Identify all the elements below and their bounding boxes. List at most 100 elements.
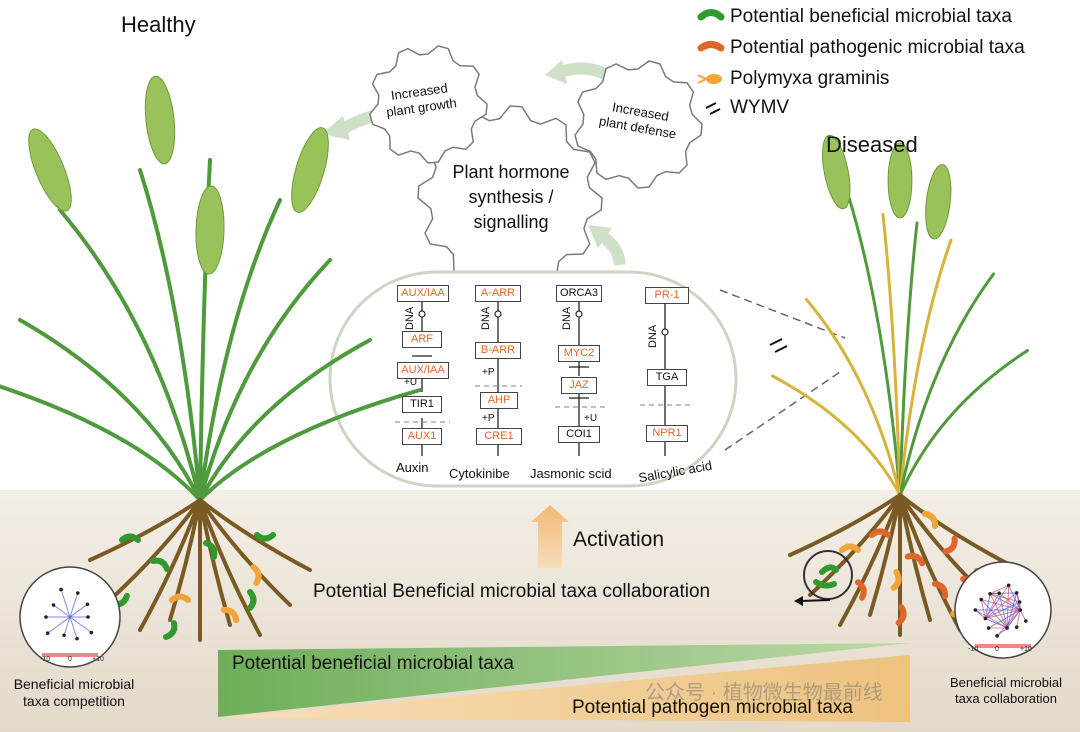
network-node [979, 597, 984, 602]
gene-ahp: AHP [480, 392, 518, 409]
legend-label: Potential pathogenic microbial taxa [730, 37, 1025, 58]
network-edge [996, 627, 1008, 637]
bacterium [254, 532, 276, 542]
network-edge [985, 592, 1017, 619]
network-edge [984, 592, 1000, 619]
bacterium [203, 540, 218, 560]
leaf-blade [898, 238, 953, 497]
zoom-circle [803, 550, 853, 600]
wheat-ear [28, 128, 72, 212]
network-node [44, 615, 48, 619]
network-node [973, 608, 978, 612]
root [198, 498, 262, 637]
network-edge [53, 604, 92, 633]
gene-a-arr: A-ARR [475, 285, 521, 302]
activation-label: Activation [573, 528, 665, 551]
cycle-arrowhead-top [545, 60, 567, 84]
network-edge [990, 592, 1017, 595]
wheat-ear [925, 164, 952, 240]
auxin-label: Auxin [396, 460, 429, 475]
salicylic-dna-label: DNA [647, 324, 659, 348]
network-node [983, 616, 988, 621]
bacterium [921, 510, 939, 530]
network-edge [975, 609, 1008, 629]
root [788, 493, 902, 557]
leaf-blade [0, 384, 202, 502]
network-node [86, 615, 90, 619]
network-edge [1006, 601, 1021, 629]
jasmonic-dna-label: DNA [561, 306, 573, 330]
watermark: 公众号 · 植物微生物最前线 [645, 682, 883, 704]
cytokinin-phospho-label-2: +P [482, 413, 495, 424]
root-microbes [110, 510, 980, 640]
root [198, 498, 292, 607]
network-edge [985, 601, 1020, 619]
network-node [1018, 608, 1023, 612]
beneficial-bar-label: Potential beneficial microbial taxa [232, 653, 514, 674]
bacterium [869, 528, 891, 538]
bacterium [931, 580, 949, 600]
pathogen-gradient-bar [218, 655, 910, 722]
legend-item-wymv: WYMV [730, 97, 789, 119]
cycle-arrowhead-left [322, 116, 350, 140]
network-edge [1006, 592, 1018, 629]
bacterium [890, 569, 902, 591]
bacterium [895, 604, 907, 626]
leaf-blade [898, 272, 995, 497]
hormone-label: Plant hormone synthesis / signalling [436, 160, 586, 235]
leaf-blade [198, 198, 282, 502]
gene-tir1: TIR1 [402, 396, 442, 413]
collaboration-label: Potential Beneficial microbial taxa coll… [313, 581, 711, 602]
pathogen-bar-label: Potential pathogen microbial taxa [572, 697, 853, 718]
diseased-title: Diseased [826, 132, 918, 157]
root [88, 498, 202, 562]
bacterium [942, 535, 958, 555]
competition-network [19, 566, 121, 668]
gene-npr1: NPR1 [646, 425, 688, 442]
legend-label: Potential beneficial microbial taxa [730, 6, 1012, 27]
network-node [1014, 591, 1019, 595]
network-edge [981, 599, 1021, 611]
zoom-microbes [813, 564, 839, 589]
root [138, 498, 202, 632]
leaf-blade [198, 388, 422, 502]
gene-myc2: MYC2 [558, 345, 600, 362]
zoom-line-lower [724, 371, 841, 451]
root [838, 493, 902, 627]
network-node [1006, 583, 1011, 588]
gene-cre1: CRE1 [476, 428, 522, 445]
network-node [59, 587, 63, 592]
network-edge [989, 593, 1008, 629]
leaf-blade [198, 338, 372, 502]
leaf-blade [771, 374, 902, 497]
hormone-line-2: synthesis / [468, 187, 554, 207]
leaf-blade [898, 221, 919, 497]
root [198, 498, 312, 572]
gene-tga: TGA [647, 369, 687, 386]
network-node [75, 636, 79, 641]
left-tick-min: -10 [40, 656, 51, 663]
zoom-line-upper [719, 289, 846, 339]
network-edge [998, 593, 1008, 629]
left-tick-max: +10 [92, 656, 104, 663]
left-caption-line-1: Beneficial microbial [13, 676, 135, 692]
bacterium [839, 543, 861, 553]
network-node [997, 591, 1001, 595]
network-node [85, 602, 90, 607]
network-edge [988, 609, 1021, 629]
jasmonic-ubiquitin-label: +U [584, 413, 598, 424]
virus-icon [705, 102, 721, 115]
network-node [988, 591, 992, 596]
network-edge [47, 603, 88, 634]
left-caption-line-2: taxa competition [23, 693, 125, 709]
leaf-blade [805, 298, 902, 497]
right-caption: Beneficial microbial taxa collaboration [936, 675, 1076, 707]
polymyxa-icon [697, 74, 722, 84]
right-tick-max: +10 [1020, 646, 1032, 653]
root [898, 493, 1012, 567]
hormone-line-3: signalling [473, 212, 549, 232]
network-node [45, 631, 50, 636]
network-node [51, 603, 56, 607]
